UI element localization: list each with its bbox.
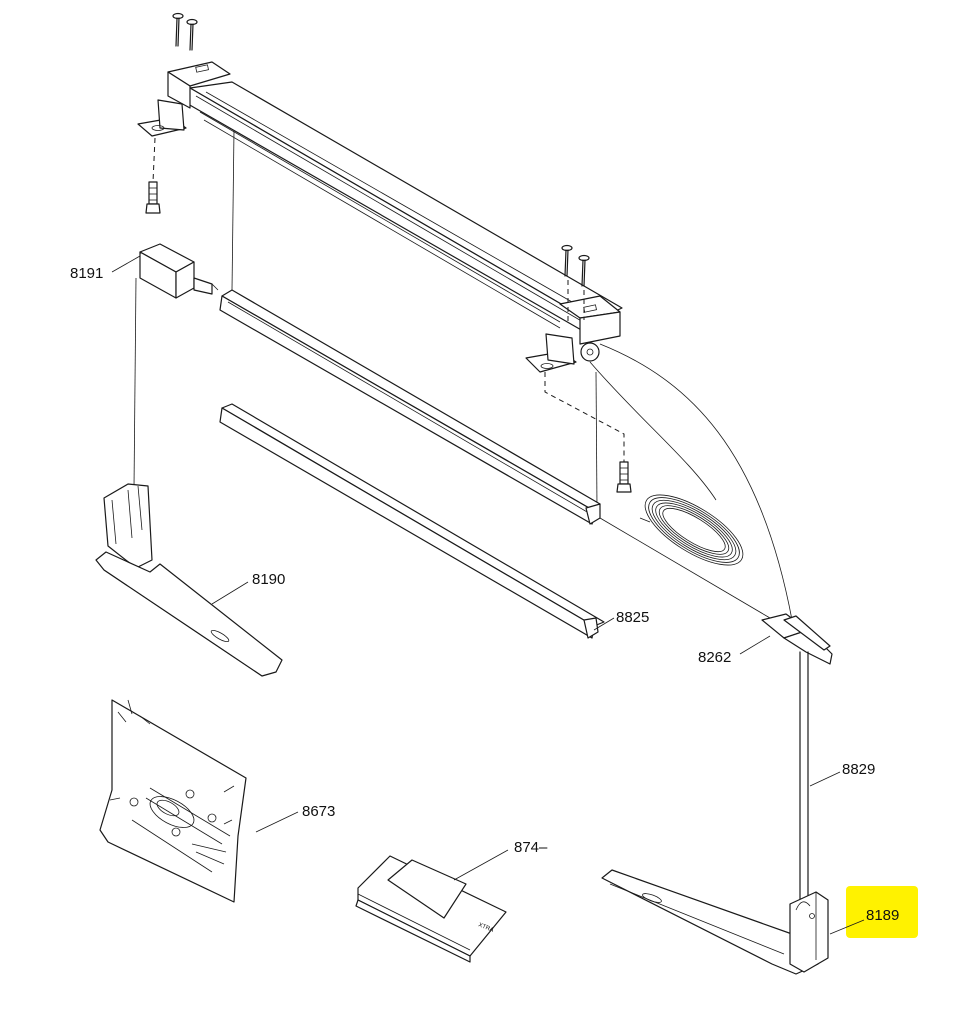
floor-bracket-left (95, 483, 283, 677)
booklet-text: XTRA (477, 922, 494, 934)
label-8191: 8191 (70, 265, 103, 282)
bolt-right (616, 461, 632, 493)
screw-top-left-2 (186, 18, 198, 51)
label-874: 874– (514, 839, 548, 856)
label-8190: 8190 (252, 571, 285, 588)
bolt-left (145, 181, 161, 214)
label-highlight (846, 886, 918, 938)
cord-guide-left (139, 243, 219, 299)
label-8673: 8673 (302, 803, 335, 820)
label-8189: 8189 (866, 907, 899, 924)
screw-top-right-2 (578, 254, 590, 287)
screw-top-left-1 (172, 12, 184, 47)
header-rail (187, 81, 623, 336)
label-8262: 8262 (698, 649, 731, 666)
bottom-bar-fabric (219, 289, 601, 525)
cord-guide-right (761, 613, 833, 665)
left-end-bracket (137, 61, 231, 137)
screw-top-right-1 (561, 244, 573, 277)
hardware-bag (99, 699, 247, 903)
right-end-bracket (525, 295, 621, 373)
bottom-rail (219, 403, 605, 639)
instruction-booklet: XTRA (355, 855, 507, 963)
floor-bracket-right (601, 869, 829, 975)
label-8825: 8825 (616, 609, 649, 626)
label-8829: 8829 (842, 761, 875, 778)
cord-coil (639, 494, 744, 566)
vertical-rod (799, 651, 809, 901)
